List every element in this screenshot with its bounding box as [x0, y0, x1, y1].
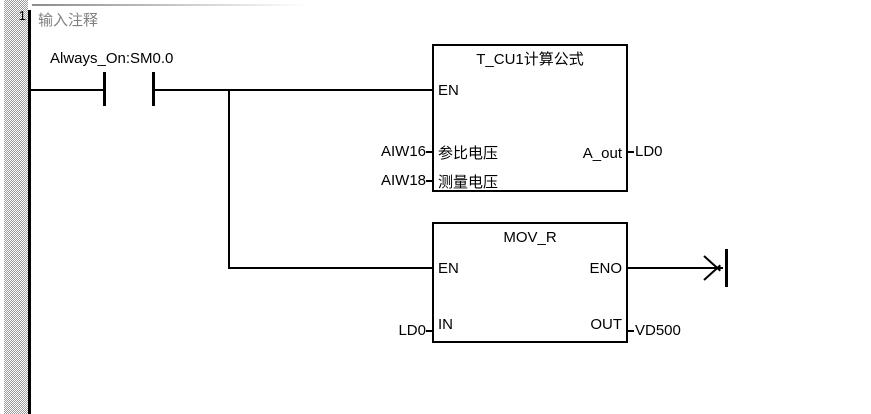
function-block-mov-r[interactable]: MOV_R EN IN ENO OUT: [432, 222, 628, 343]
pin-stub-measured-voltage: [426, 180, 434, 182]
eno-output-wire: [626, 267, 723, 269]
terminator-bar: [725, 249, 728, 287]
pin-eno: ENO: [589, 260, 622, 277]
pin-stub-out: [626, 330, 634, 332]
operand-vd500[interactable]: VD500: [635, 322, 681, 339]
pin-stub-in: [426, 330, 434, 332]
terminator-arrow-upper: [703, 255, 722, 272]
pin-en: EN: [438, 260, 459, 277]
branch-wire-to-block2: [228, 267, 434, 269]
pin-in: IN: [438, 316, 453, 333]
pin-stub-reference-voltage: [426, 151, 434, 153]
network-header-divider: [32, 4, 306, 6]
pin-out: OUT: [590, 316, 622, 333]
operand-ld0-out[interactable]: LD0: [635, 143, 663, 160]
function-block-title: T_CU1计算公式: [476, 51, 584, 68]
operand-aiw16[interactable]: AIW16: [380, 143, 426, 160]
rung-terminator-arrow-icon: [700, 249, 728, 287]
left-power-rail: [28, 10, 31, 414]
function-block-title: MOV_R: [503, 229, 557, 246]
operand-aiw18[interactable]: AIW18: [380, 172, 426, 189]
pin-a-out: A_out: [582, 145, 622, 162]
pin-en: EN: [438, 82, 459, 99]
operand-ld0-in[interactable]: LD0: [398, 322, 426, 339]
contact-label: Always_On:SM0.0: [50, 50, 174, 67]
contact-bar-left[interactable]: [103, 72, 106, 106]
pin-measured-voltage: 测量电压: [438, 174, 499, 191]
rung-wire-contact-to-block1: [154, 89, 434, 91]
terminator-arrow-lower: [703, 264, 722, 281]
rung-wire-rail-to-contact: [31, 89, 105, 91]
pin-reference-voltage: 参比电压: [438, 145, 499, 162]
network-gutter: [4, 0, 28, 414]
network-number: 1: [18, 8, 26, 23]
contact-bar-right[interactable]: [152, 72, 155, 106]
function-block-t-cu1[interactable]: T_CU1计算公式 EN 参比电压 测量电压 A_out: [432, 44, 628, 192]
network-comment[interactable]: 输入注释: [38, 12, 99, 29]
branch-vertical-wire: [228, 89, 230, 269]
pin-stub-a-out: [626, 151, 634, 153]
